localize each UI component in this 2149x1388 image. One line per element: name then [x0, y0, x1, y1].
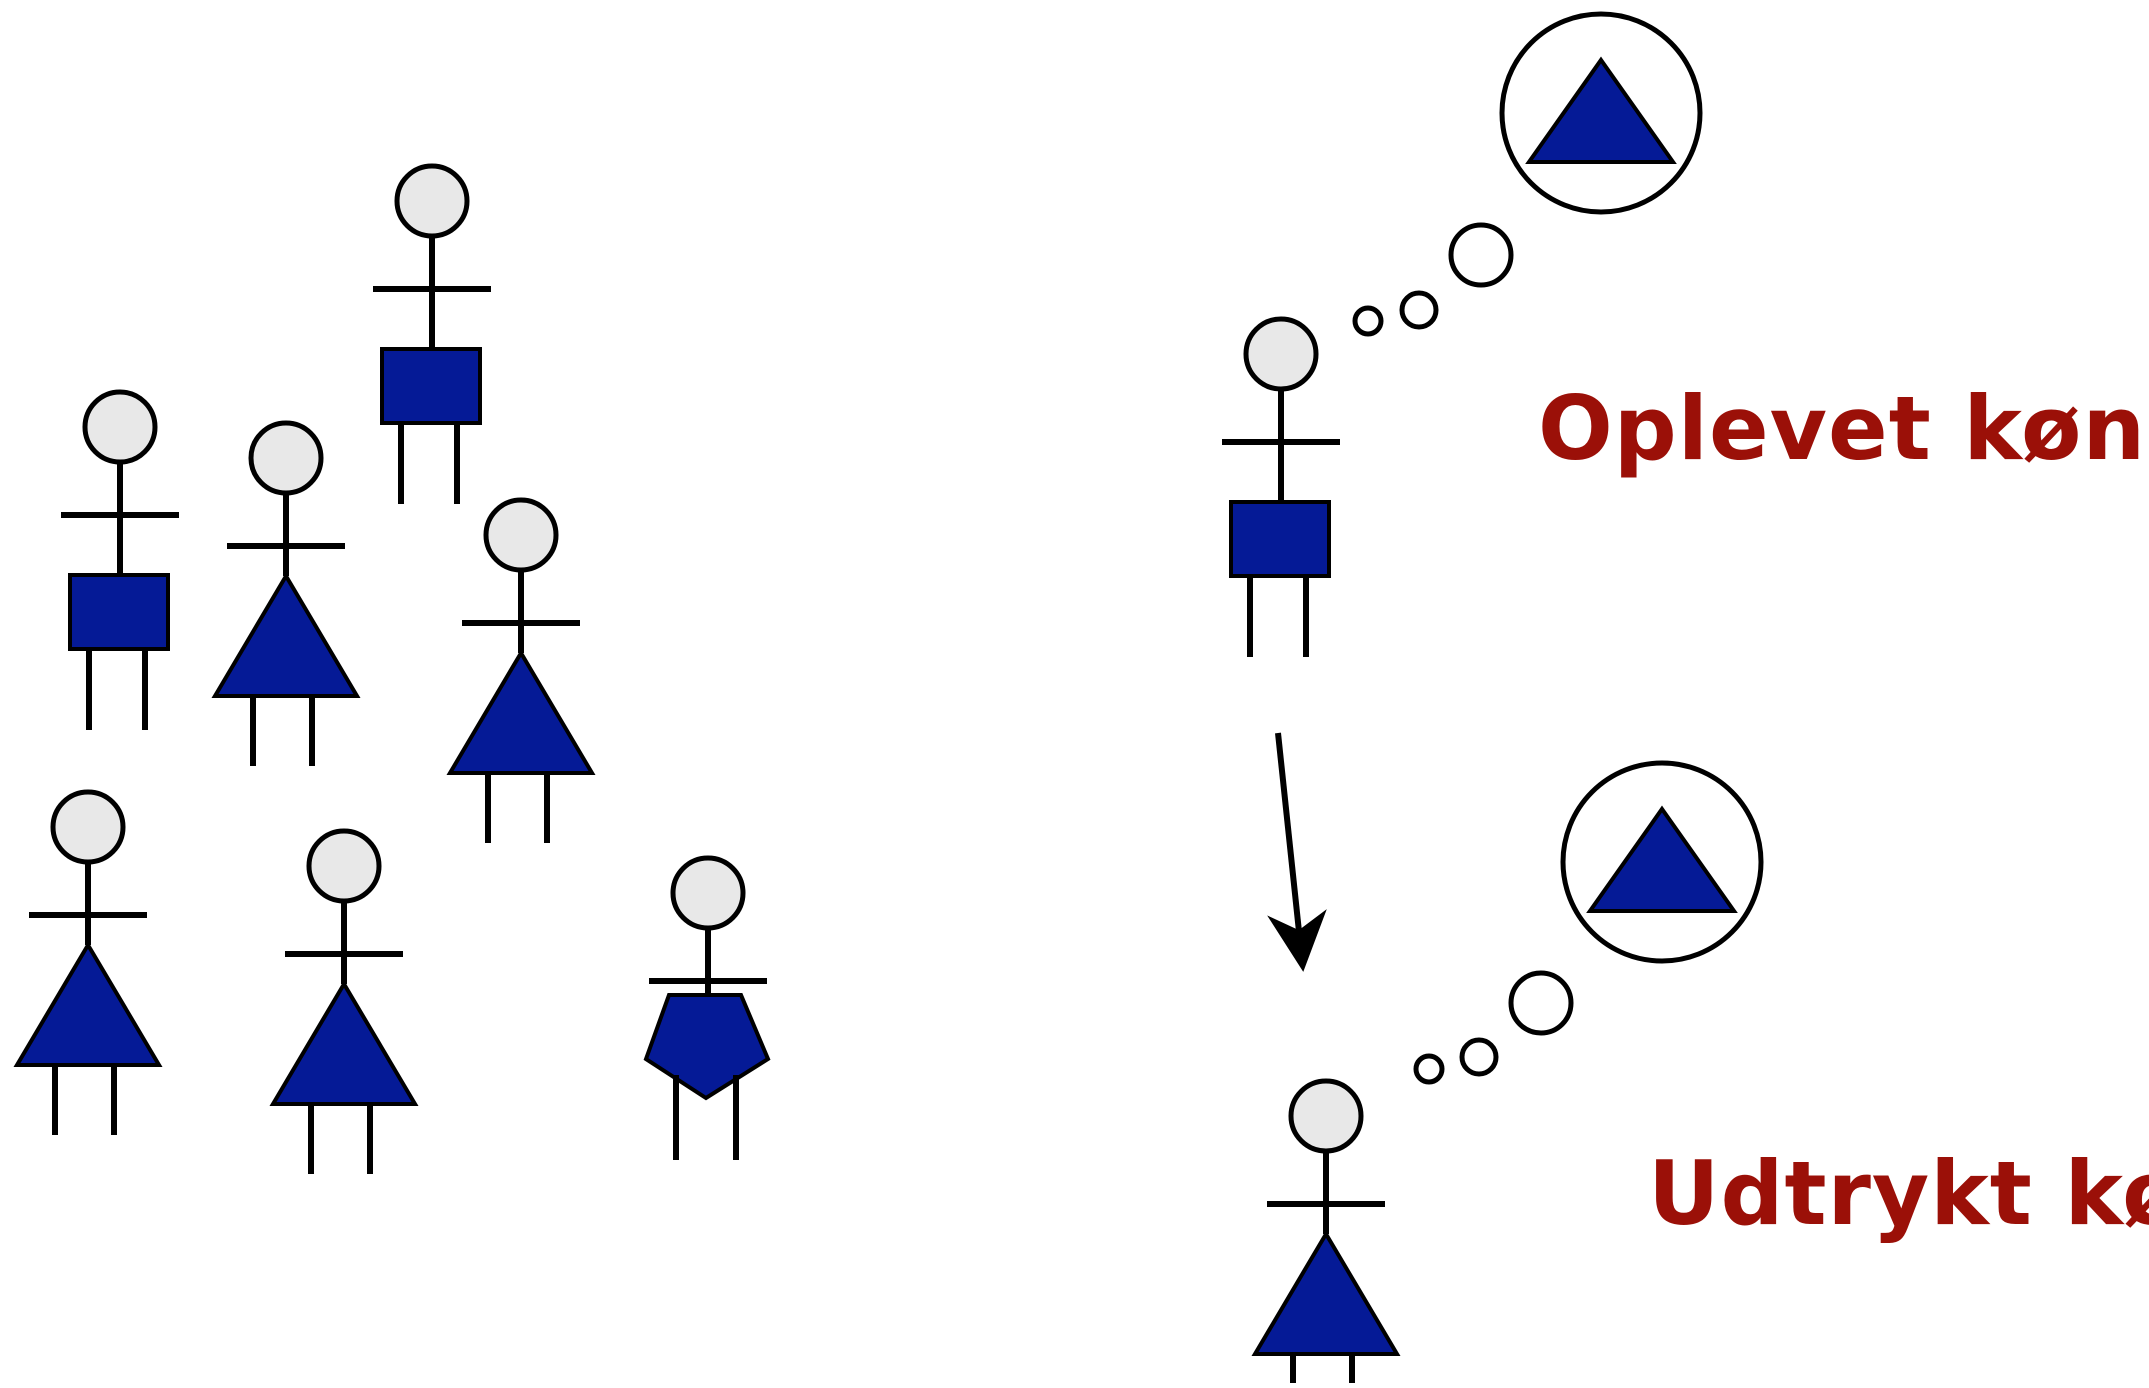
- person-figure-top: [1222, 316, 1340, 657]
- crowd-figure-square: [61, 389, 179, 730]
- square-body: [380, 347, 482, 425]
- experienced-gender-label: Oplevet køn: [1538, 377, 2147, 480]
- person-figure-bottom: [1251, 1078, 1401, 1388]
- thought-bubble-dot: [1508, 970, 1574, 1036]
- triangle-body: [1251, 1230, 1401, 1356]
- crowd-figure-triangle: [211, 420, 361, 766]
- transition-arrow: [1267, 732, 1327, 972]
- triangle-body: [13, 941, 163, 1067]
- figure-head: [306, 828, 382, 904]
- crowd-figure-triangle: [13, 789, 163, 1135]
- triangle-body: [446, 649, 596, 775]
- thought-bubble-dot: [1413, 1053, 1445, 1085]
- crowd-figure-square: [373, 163, 491, 504]
- thought-top: [1352, 11, 1703, 337]
- thought-bubble-dot: [1399, 290, 1439, 330]
- figure-head: [1288, 1078, 1364, 1154]
- triangle-body: [211, 572, 361, 698]
- thought-bubble-dot: [1352, 305, 1384, 337]
- figure-head: [394, 163, 470, 239]
- figure-head: [670, 855, 746, 931]
- figure-head: [82, 389, 158, 465]
- crowd-figure-triangle: [446, 497, 596, 843]
- figure-head: [248, 420, 324, 496]
- thought-triangle-shape: [1586, 805, 1738, 913]
- square-body: [68, 573, 170, 651]
- figure-head: [1243, 316, 1319, 392]
- pentagon-body: [643, 993, 771, 1101]
- thought-bubble-dot: [1448, 222, 1514, 288]
- square-body: [1229, 500, 1331, 578]
- thought-triangle-shape: [1525, 56, 1677, 164]
- crowd-figure-triangle: [269, 828, 419, 1174]
- crowd-figure-pentagon: [643, 855, 771, 1160]
- figure-head: [50, 789, 126, 865]
- thought-bottom: [1413, 760, 1764, 1085]
- triangle-body: [269, 980, 419, 1106]
- figure-head: [483, 497, 559, 573]
- thought-bubble-dot: [1459, 1037, 1499, 1077]
- expressed-gender-label: Udtrykt køn: [1648, 1142, 2149, 1245]
